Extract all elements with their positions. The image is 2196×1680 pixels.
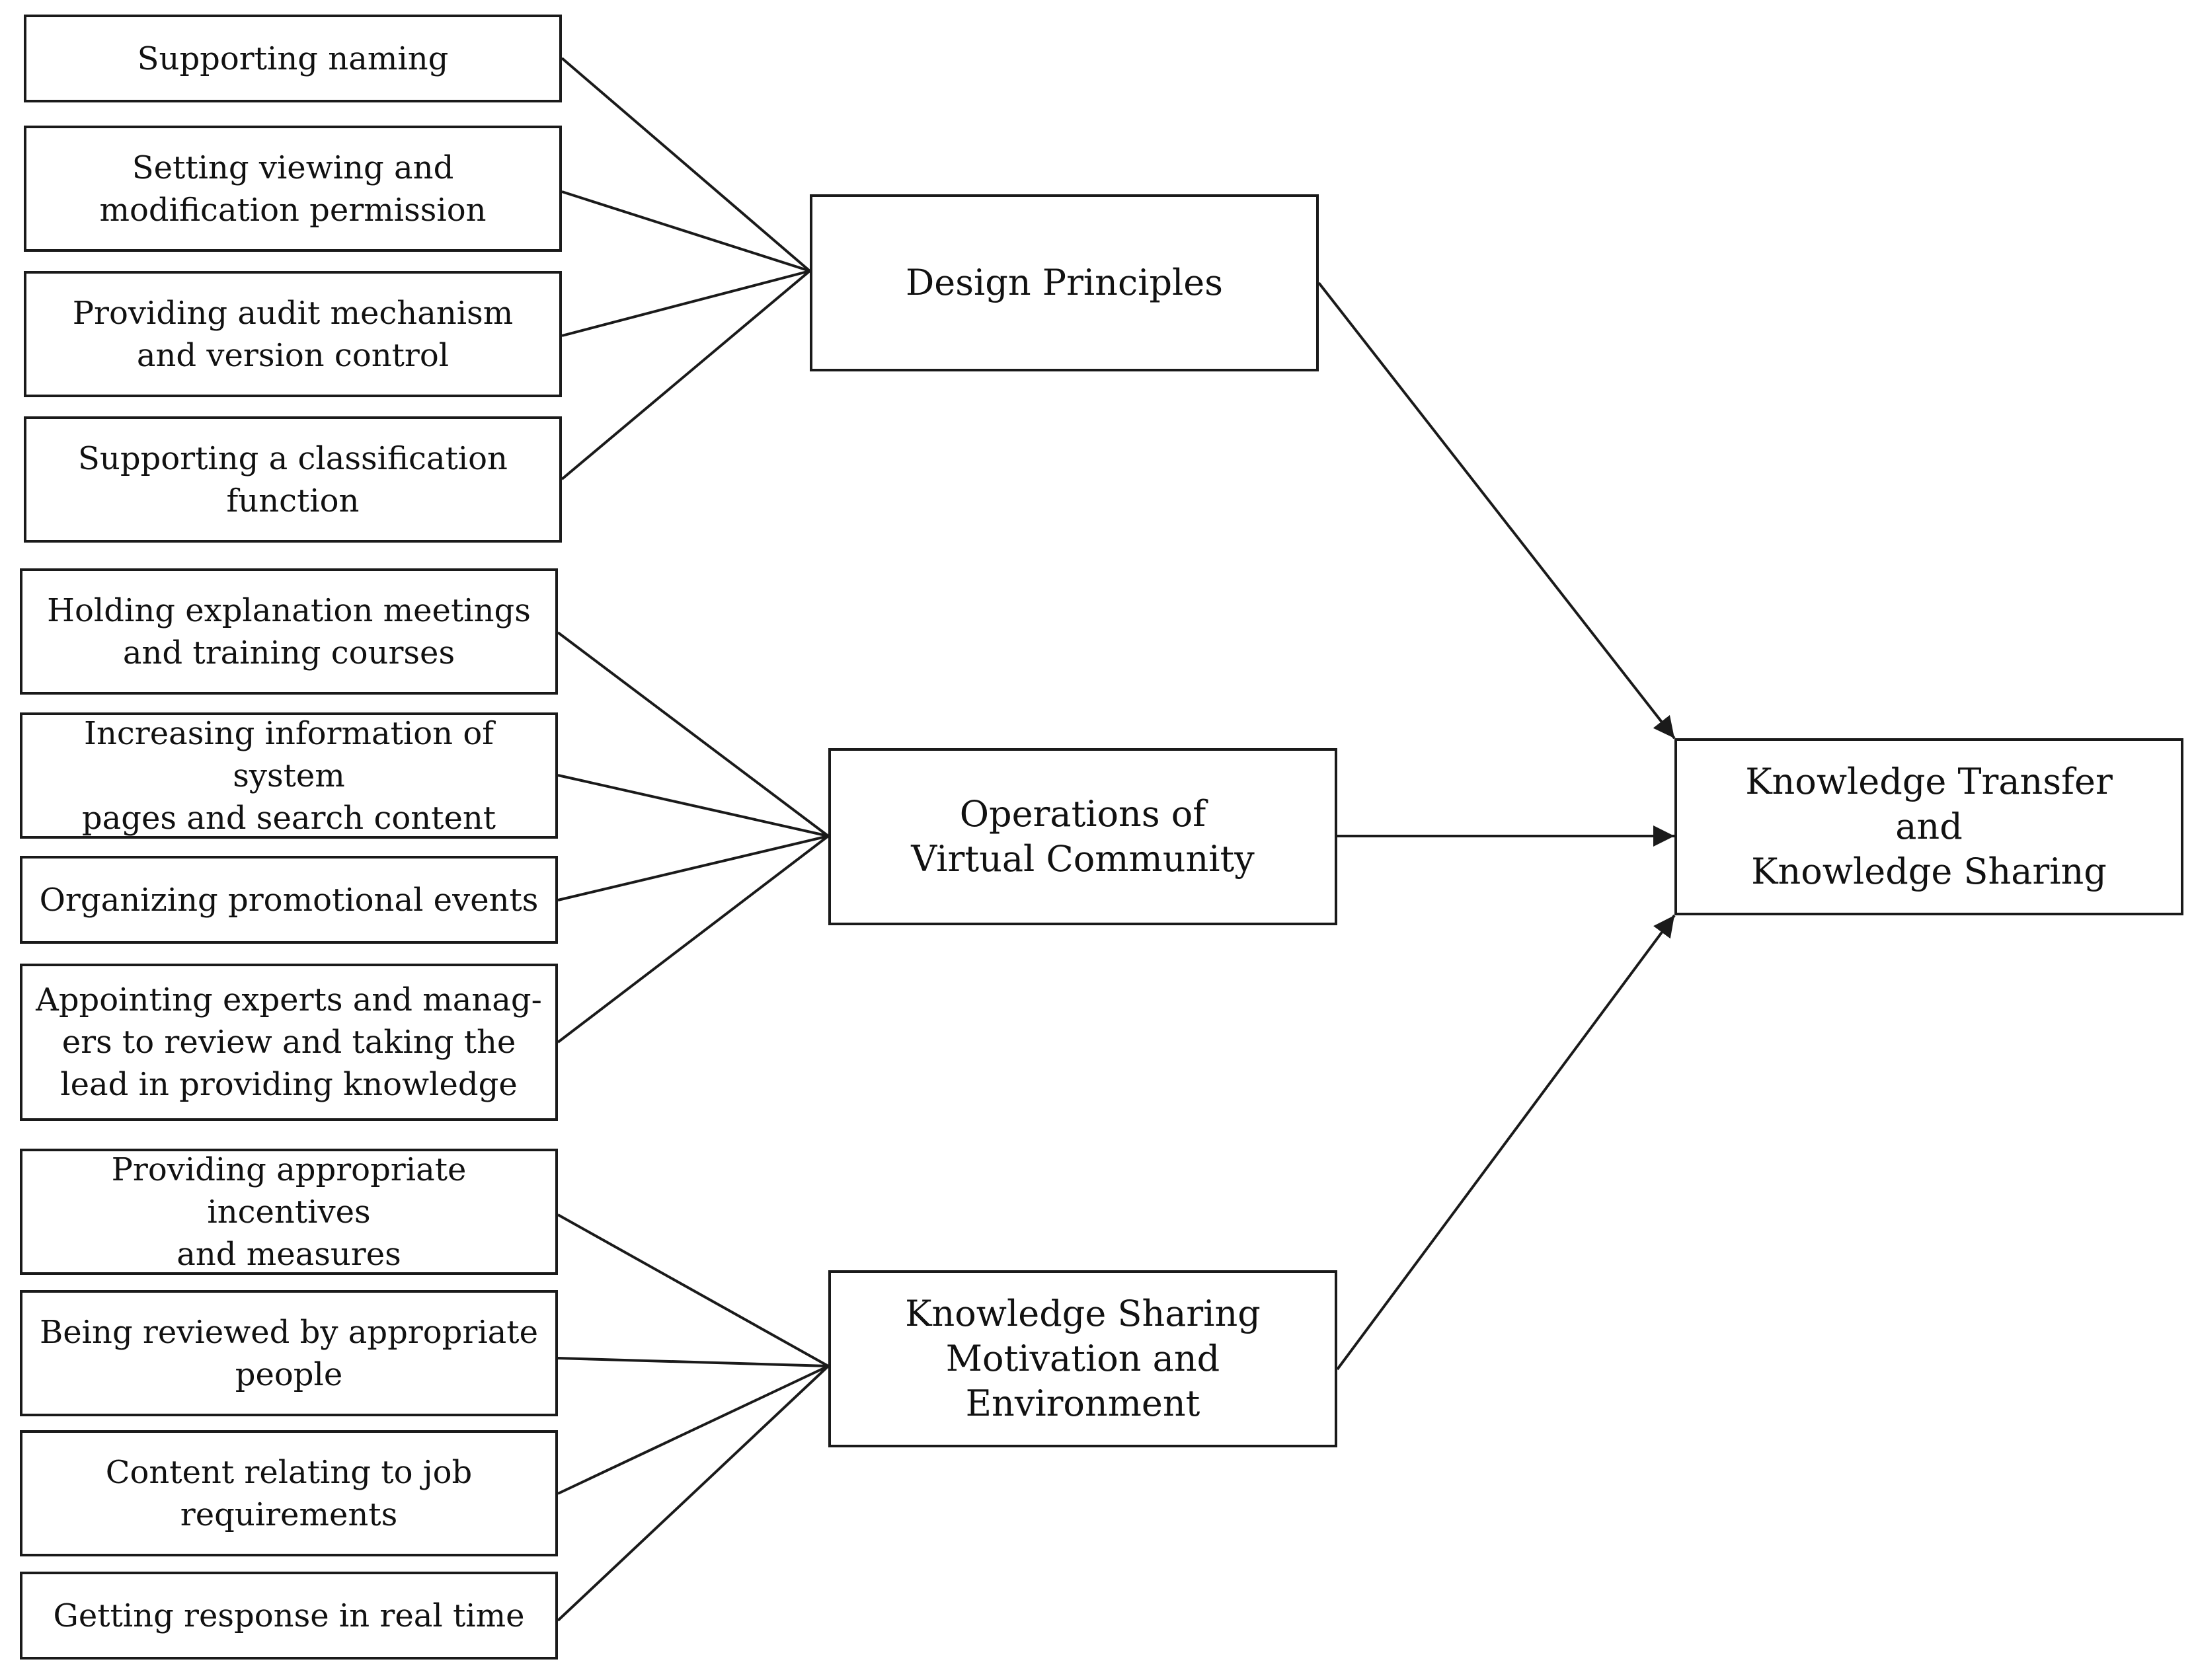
factor-label: Appointing experts and manag- ers to rev… (36, 981, 542, 1103)
link-incentives (557, 1213, 829, 1367)
arrow-design-to-outcome (1317, 282, 1676, 740)
knowledge-transfer-sharing-box: Knowledge Transfer and Knowledge Sharing (1674, 738, 2183, 915)
factor-system-pages-search-content: Increasing information of system pages a… (20, 712, 558, 839)
factor-label: Organizing promotional events (39, 881, 539, 919)
factor-viewing-modification-permission: Setting viewing and modification permiss… (24, 126, 562, 252)
link-real-time (557, 1365, 830, 1622)
link-promotional-events (557, 835, 829, 901)
design-principles-box: Design Principles (810, 194, 1319, 371)
factor-incentives-measures: Providing appropriate incentives and mea… (20, 1149, 558, 1275)
link-system-pages (557, 774, 829, 837)
factor-label: Getting response in real time (53, 1597, 525, 1634)
factor-promotional-events: Organizing promotional events (20, 856, 558, 944)
factor-supporting-naming: Supporting naming (24, 15, 562, 102)
factor-label: Increasing information of system pages a… (81, 714, 496, 837)
factor-label: Providing appropriate incentives and mea… (111, 1151, 467, 1273)
factor-reviewed-by-appropriate-people: Being reviewed by appropriate people (20, 1290, 558, 1416)
factor-label: Providing audit mechanism and version co… (72, 294, 514, 374)
link-classification (561, 270, 811, 480)
factor-label: Supporting a classification function (78, 439, 508, 519)
operations-virtual-community-label: Operations of Virtual Community (911, 793, 1255, 880)
link-supporting-naming (561, 57, 811, 272)
link-viewing-permission (561, 190, 810, 272)
knowledge-transfer-sharing-label: Knowledge Transfer and Knowledge Sharing (1745, 761, 2113, 892)
ks-motivation-environment-label: Knowledge Sharing Motivation and Environ… (905, 1293, 1261, 1424)
factor-label: Holding explanation meetings and trainin… (47, 592, 531, 671)
arrow-motivation-to-outcome (1336, 914, 1676, 1371)
link-explanation-meetings (557, 631, 830, 837)
factor-experts-managers-review: Appointing experts and manag- ers to rev… (20, 964, 558, 1121)
link-job-requirements (557, 1365, 829, 1495)
link-reviewed-people (557, 1357, 829, 1367)
factor-label: Being reviewed by appropriate people (40, 1313, 538, 1393)
ks-motivation-environment-box: Knowledge Sharing Motivation and Environ… (828, 1270, 1337, 1447)
factor-label: Content relating to job requirements (105, 1453, 473, 1533)
factor-real-time-response: Getting response in real time (20, 1572, 558, 1660)
factor-label: Setting viewing and modification permiss… (99, 149, 487, 229)
link-experts-managers (557, 835, 830, 1044)
factor-label: Supporting naming (137, 40, 449, 77)
factor-audit-mechanism-version-control: Providing audit mechanism and version co… (24, 271, 562, 397)
factor-explanation-meetings-training: Holding explanation meetings and trainin… (20, 568, 558, 695)
link-audit-version (561, 270, 810, 337)
design-principles-label: Design Principles (906, 262, 1223, 303)
operations-virtual-community-box: Operations of Virtual Community (828, 748, 1337, 925)
factor-job-requirements-content: Content relating to job requirements (20, 1430, 558, 1556)
factor-classification-function: Supporting a classification function (24, 416, 562, 543)
